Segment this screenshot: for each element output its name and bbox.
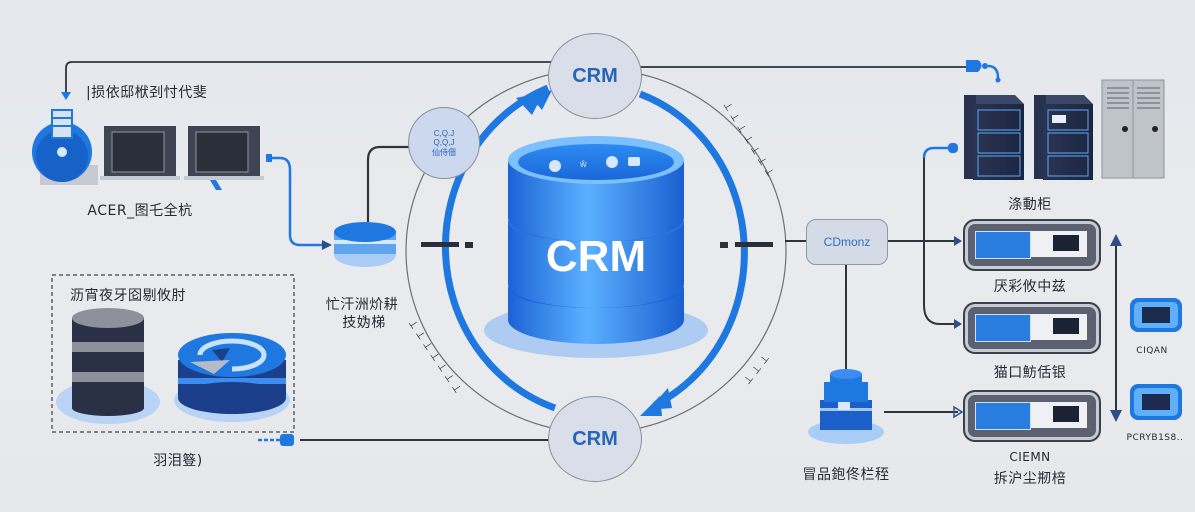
- top-left-connector: [65, 61, 552, 95]
- small-node-text: 仙侍佃: [432, 147, 456, 157]
- arrow-down-icon: [1110, 410, 1122, 422]
- blue-orbit-left: [441, 84, 557, 412]
- arrow-up-icon: [1110, 234, 1122, 246]
- server-cabinet-icon: [964, 95, 1024, 180]
- storage-sphere-icon: [32, 109, 98, 185]
- left-group-title: 沥宵夜牙囵剔攸肘: [70, 288, 186, 304]
- connector-node[interactable]: CDmonz: [806, 219, 888, 265]
- device-caption: 厌彩攸中兹: [993, 279, 1067, 295]
- connector: [366, 145, 422, 222]
- server-cabinet-icon: [1034, 95, 1093, 180]
- rack-server-icon: [1101, 79, 1165, 179]
- device-caption: CIEMN: [1009, 450, 1051, 464]
- left-group-caption: 羽泪簦): [153, 453, 203, 469]
- bottom-db-caption: 冒品鉋佟栏秷: [802, 467, 890, 483]
- connector: [923, 158, 958, 325]
- crm-node-top[interactable]: CRM: [548, 33, 642, 119]
- crm-node-bottom-label: CRM: [572, 427, 618, 450]
- device-caption: 拆沪尘剏棓: [993, 471, 1067, 487]
- device-panel[interactable]: [963, 302, 1101, 354]
- connector-node-label: CDmonz: [823, 235, 871, 249]
- device-panel[interactable]: [963, 390, 1101, 442]
- device-panel[interactable]: [963, 219, 1101, 271]
- arrow-down-icon: [61, 92, 71, 100]
- small-device-icon: [1130, 298, 1182, 332]
- arrow-right-icon: [954, 319, 962, 329]
- tiered-database-icon: [808, 369, 884, 444]
- left-db-caption-1: 忙汗洲炌耕: [325, 297, 399, 313]
- dash-mark: [735, 242, 773, 247]
- plug-icon: [258, 434, 294, 446]
- left-database-icon: [334, 222, 396, 267]
- double-arrow-icon: [516, 90, 552, 115]
- left-top-caption: ACER_图乇全杭: [87, 203, 193, 219]
- dash-mark: [720, 242, 728, 248]
- small-node-text: C,Q.J: [433, 128, 455, 138]
- small-node[interactable]: C,Q.J Q,Q,J 仙侍佃: [408, 107, 480, 179]
- dash-mark: [421, 242, 459, 247]
- small-device-icon: [1130, 384, 1182, 420]
- center-crm-label: CRM: [545, 232, 647, 281]
- crm-node-bottom[interactable]: CRM: [548, 396, 642, 482]
- device-caption: 猫口魴佸银: [993, 365, 1067, 381]
- small-device-caption: PCRYB1S8..: [1126, 433, 1184, 443]
- group-border: [51, 274, 295, 433]
- small-device-caption: CIQAN: [1136, 346, 1168, 356]
- small-node-text: Q,Q,J: [433, 137, 455, 147]
- arrow-right-icon: [954, 236, 962, 246]
- backup-disk-icon: [174, 333, 290, 422]
- left-db-caption-2: 技妫梯: [342, 315, 386, 331]
- server-box-icon: [100, 126, 180, 180]
- double-arrow-icon: [640, 388, 672, 416]
- pipe-icon: [266, 154, 332, 250]
- stacked-database-icon: [56, 308, 160, 424]
- left-top-title: |损依邸栿刭忖代斐: [86, 85, 208, 101]
- cabinet-caption: 涤動柜: [1008, 197, 1052, 213]
- dash-mark: [465, 242, 473, 248]
- arrow-right-icon: [953, 405, 964, 419]
- svg-text:ŵ: ŵ: [579, 159, 587, 169]
- crm-database-icon: ŵ: [484, 136, 708, 358]
- crm-node-top-label: CRM: [572, 64, 618, 87]
- server-box-icon: [184, 126, 264, 190]
- plug-icon: [922, 143, 958, 159]
- plug-icon: [966, 60, 1001, 83]
